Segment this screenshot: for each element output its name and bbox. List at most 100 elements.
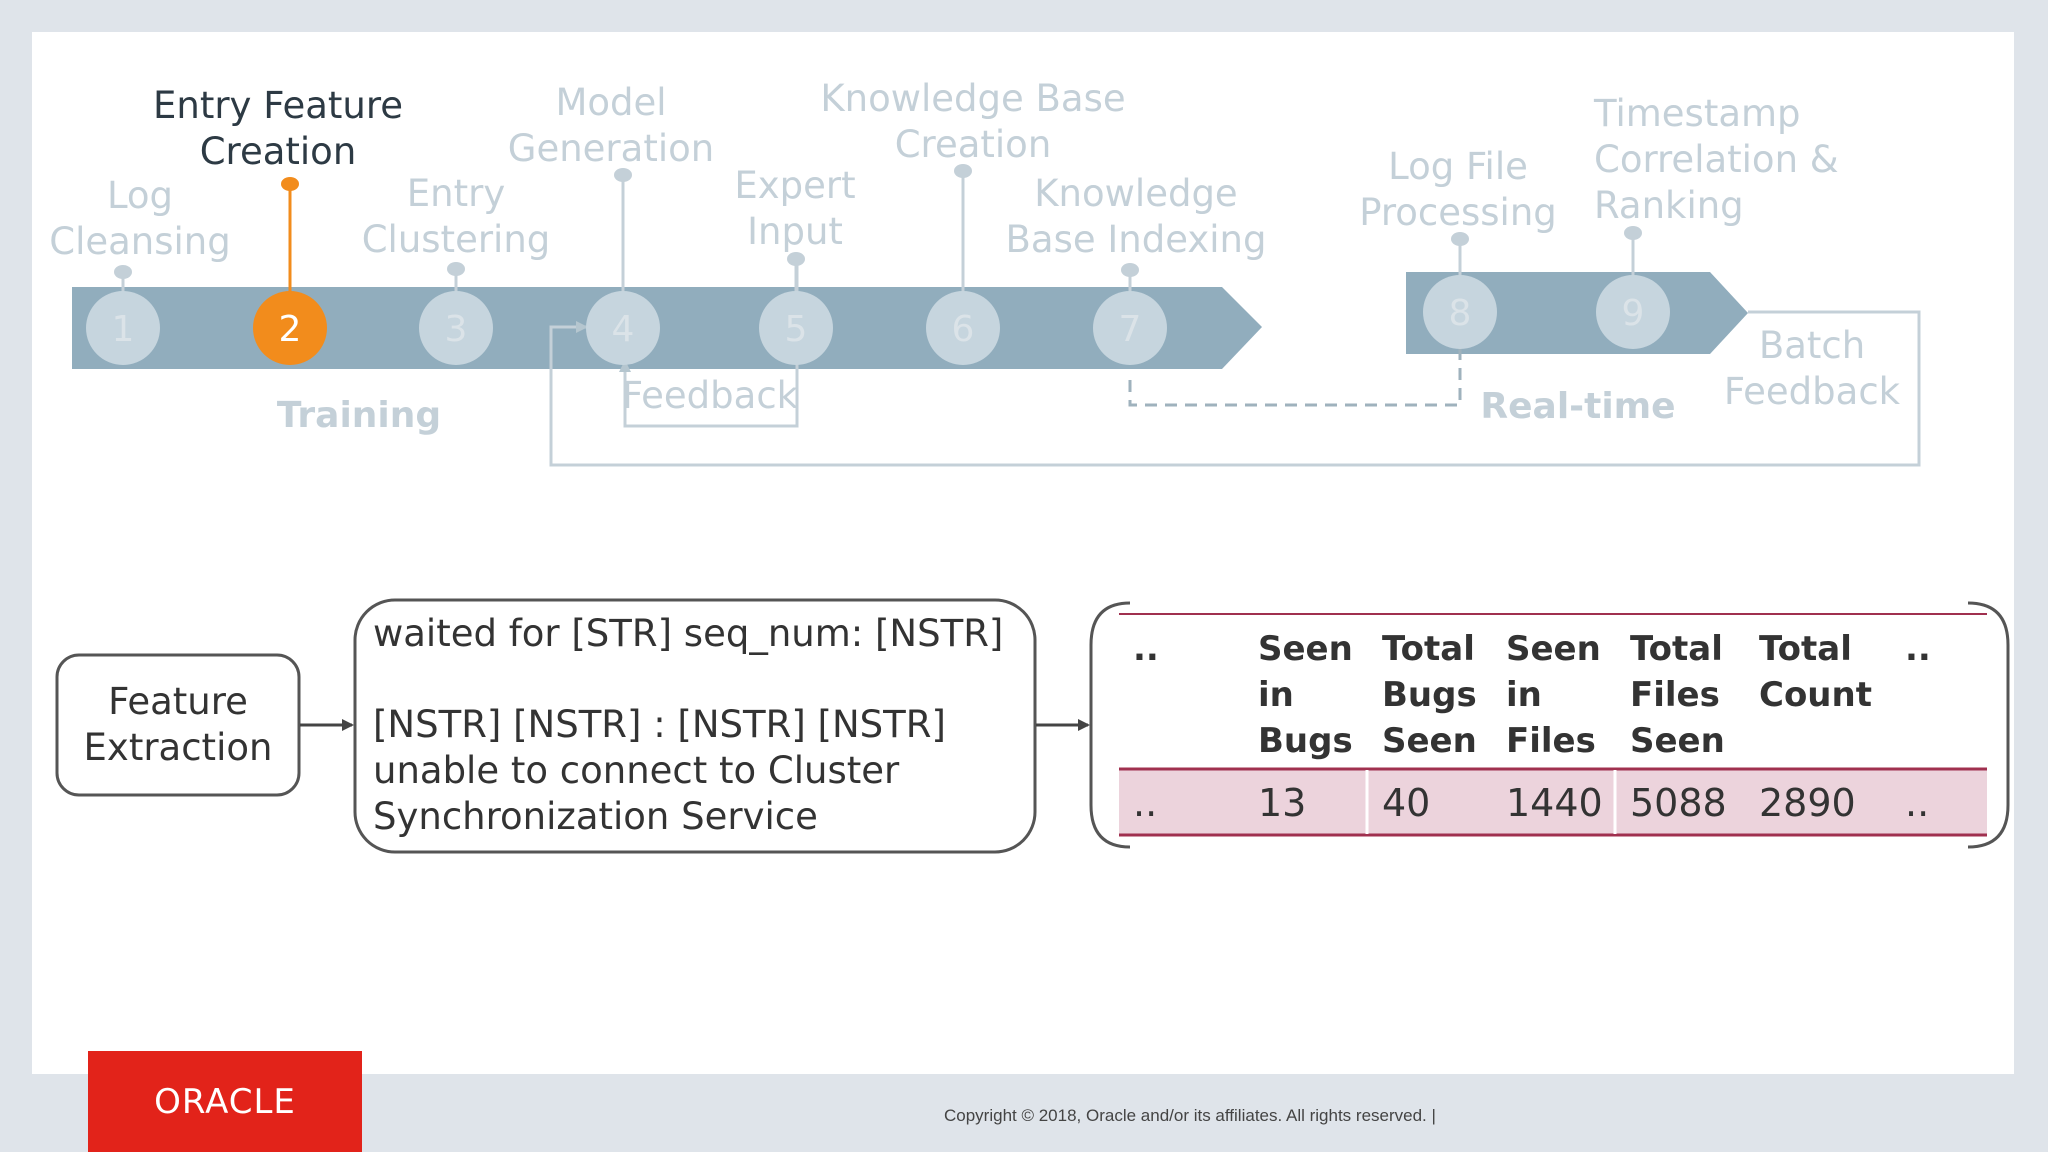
step-8-label-line-2: Processing: [1359, 191, 1557, 234]
step-6-label-line-2: Creation: [895, 123, 1052, 166]
step-7-connector-dot: [1121, 263, 1139, 277]
table-header-cell: ..: [1133, 629, 1159, 669]
table-data-cell: 40: [1382, 781, 1430, 825]
table-data-cell: 13: [1258, 781, 1306, 825]
step-6-connector-dot: [954, 164, 972, 178]
feedback-label: Feedback: [622, 374, 799, 417]
oracle-logo: ORACLE: [88, 1051, 362, 1152]
table-data-cell: 2890: [1759, 781, 1856, 825]
table-header-cell: ..: [1905, 629, 1931, 669]
batch-feedback-loop-line: [549, 310, 1921, 467]
step-5-label-line-1: Expert: [734, 164, 855, 207]
table-header-cell: Total: [1382, 629, 1475, 669]
table-data-cell: 1440: [1506, 781, 1603, 825]
realtime-label: Real-time: [1480, 386, 1675, 427]
step-5-connector-dot: [787, 252, 805, 266]
step-4-circle: [586, 291, 660, 365]
step-4-label-line-1: Model: [555, 81, 666, 124]
training-label: Training: [277, 395, 441, 436]
step-9-label-line-3: Ranking: [1594, 184, 1744, 227]
table-header-cell: Seen: [1630, 721, 1725, 761]
copyright-notice: Copyright © 2018, Oracle and/or its affi…: [944, 1106, 1436, 1125]
step-3-number: 3: [445, 309, 468, 350]
step-7-label-line-2: Base Indexing: [1006, 218, 1267, 261]
step-4-connector-dot: [614, 168, 632, 182]
feature-table: ..SeeninBugsTotalBugsSeenSeeninFilesTota…: [1133, 629, 1931, 825]
log-template-line-1: waited for [STR] seq_num: [NSTR]: [373, 612, 1003, 655]
log-template-line-2: [NSTR] [NSTR] : [NSTR] [NSTR]: [373, 703, 946, 746]
step-9-number: 9: [1622, 293, 1645, 334]
step-2-circle: [253, 291, 327, 365]
log-template-line-3: unable to connect to Cluster: [373, 749, 900, 792]
table-bracket-left: [1089, 601, 1131, 849]
step-9-circle: [1596, 275, 1670, 349]
table-bracket-right: [1967, 601, 2010, 849]
table-header-cell: in: [1506, 675, 1542, 715]
step-5-number: 5: [785, 309, 808, 350]
step-9-label-line-2: Correlation &: [1594, 138, 1839, 181]
step-6-circle: [926, 291, 1000, 365]
step-9-label-line-1: Timestamp: [1593, 92, 1801, 135]
oracle-logo-text: ORACLE: [154, 1081, 296, 1122]
table-header-cell: Seen: [1258, 629, 1353, 669]
step-6-number: 6: [952, 309, 975, 350]
batch-feedback-label-line-1: Batch: [1759, 324, 1865, 367]
feature-extraction-line-2: Extraction: [84, 726, 273, 769]
table-data-row-background: [1119, 770, 1987, 834]
step-1-number: 1: [112, 309, 135, 350]
table-data-cell: 5088: [1630, 781, 1727, 825]
slide-background: [32, 32, 2014, 1074]
step-7-circle: [1093, 291, 1167, 365]
step-3-circle: [419, 291, 493, 365]
step-2-label-line-2: Creation: [200, 130, 357, 173]
table-header-cell: Seen: [1382, 721, 1477, 761]
step-6-label-line-1: Knowledge Base: [820, 77, 1125, 120]
feature-extraction-box: [55, 653, 301, 797]
step-4-number: 4: [612, 309, 635, 350]
step-8-connector-dot: [1451, 232, 1469, 246]
step-5-label-line-2: Input: [747, 210, 843, 253]
table-header-cell: Count: [1759, 675, 1872, 715]
step-7-label-line-1: Knowledge: [1034, 172, 1237, 215]
step-3-label-line-1: Entry: [407, 172, 505, 215]
table-header-cell: in: [1258, 675, 1294, 715]
table-data-cell: ..: [1133, 781, 1157, 825]
step-1-label-line-1: Log: [107, 174, 173, 217]
feature-extraction-line-1: Feature: [108, 680, 248, 723]
step-2-label-line-1: Entry Feature: [153, 84, 403, 127]
step-9-connector-dot: [1624, 226, 1642, 240]
step-1-circle: [86, 291, 160, 365]
log-template-box: [353, 598, 1037, 854]
step-8-label-line-1: Log File: [1388, 145, 1528, 188]
step-3-label-line-2: Clustering: [362, 218, 551, 261]
batch-feedback-label-line-2: Feedback: [1724, 370, 1901, 413]
step-7-number: 7: [1119, 309, 1142, 350]
step-3-connector-dot: [447, 262, 465, 276]
index-to-realtime-dashed-line: [1128, 345, 1462, 407]
table-header-cell: Total: [1630, 629, 1723, 669]
step-8-number: 8: [1449, 293, 1472, 334]
table-header-cell: Seen: [1506, 629, 1601, 669]
table-header-cell: Files: [1506, 721, 1596, 761]
log-template-line-4: Synchronization Service: [373, 795, 818, 838]
table-data-cell: ..: [1905, 781, 1929, 825]
step-2-number: 2: [279, 309, 302, 350]
step-1-connector-dot: [114, 265, 132, 279]
step-4-label-line-2: Generation: [508, 127, 714, 170]
step-5-circle: [759, 291, 833, 365]
step-2-connector-dot: [281, 177, 299, 191]
step-1-label-line-2: Cleansing: [49, 220, 231, 263]
table-header-cell: Files: [1630, 675, 1720, 715]
table-header-cell: Bugs: [1382, 675, 1477, 715]
